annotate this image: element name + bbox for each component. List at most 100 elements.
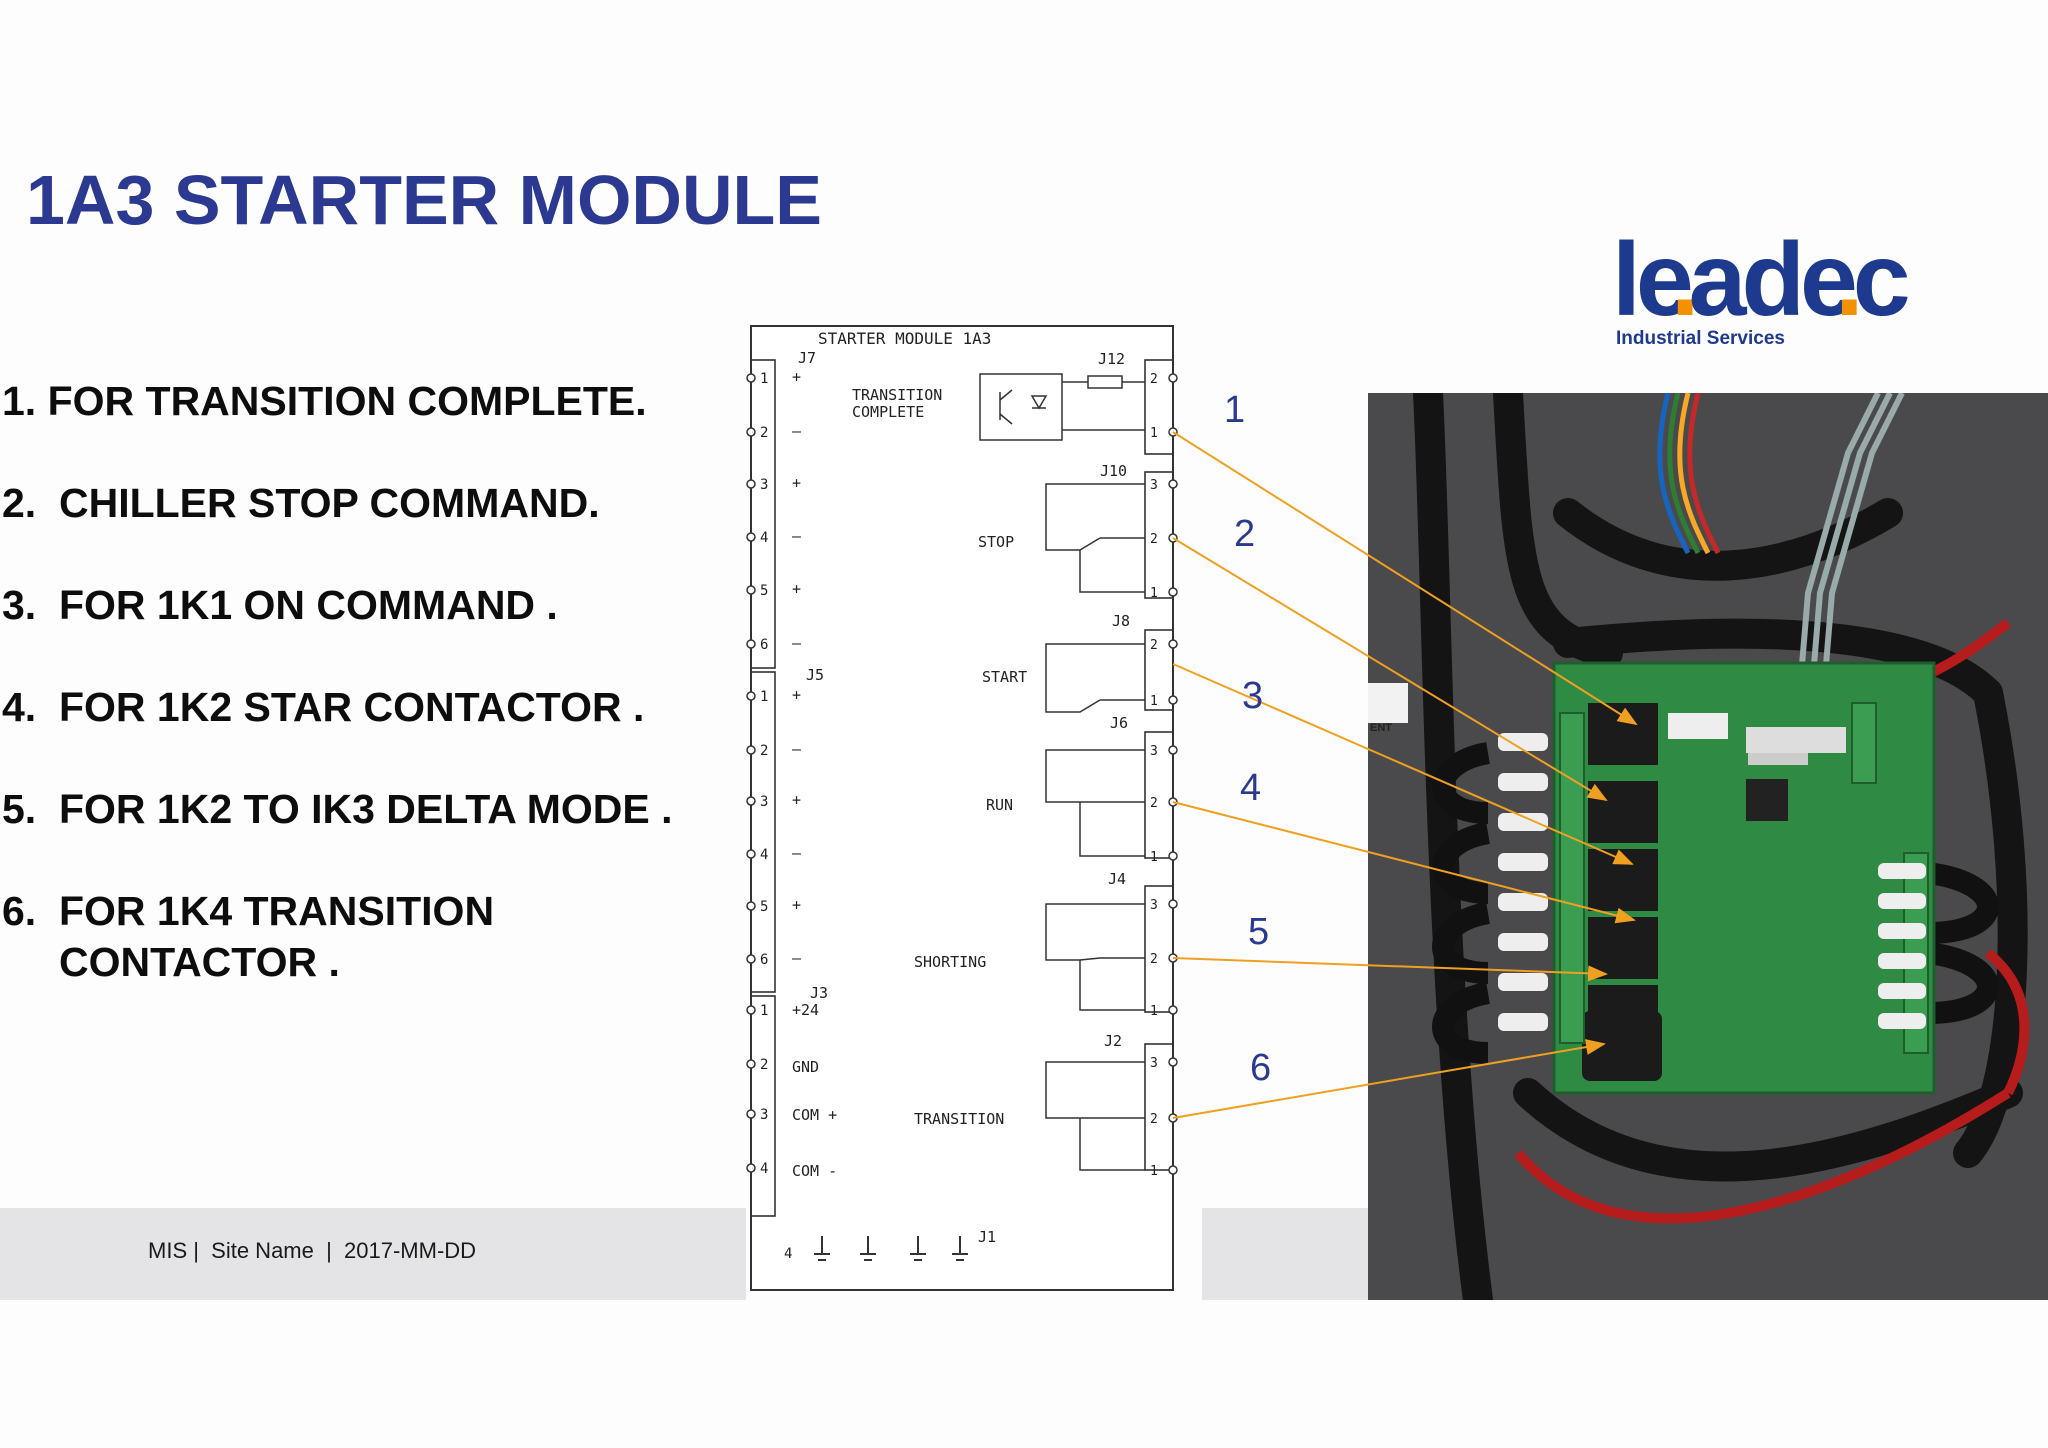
- svg-text:1: 1: [1150, 694, 1158, 709]
- label-com-plus: COM +: [792, 1106, 837, 1124]
- logo-subtitle: Industrial Services: [1616, 328, 1785, 349]
- label-shorting: SHORTING: [914, 953, 986, 971]
- svg-text:3: 3: [1150, 478, 1158, 493]
- svg-text:2: 2: [1150, 952, 1158, 967]
- label-transition-complete-2: COMPLETE: [852, 403, 924, 421]
- svg-text:3: 3: [1150, 898, 1158, 913]
- schematic-frame: [750, 325, 1174, 1291]
- label-com-minus: COM -: [792, 1162, 837, 1180]
- label-j7: J7: [798, 349, 816, 367]
- svg-text:4: 4: [760, 530, 768, 546]
- svg-text:1: 1: [760, 371, 768, 387]
- svg-text:2: 2: [1150, 1112, 1158, 1127]
- callout-number: 4: [1240, 767, 1261, 809]
- callout-numbers: 1 2 3 4 5 6: [1224, 389, 1271, 1089]
- svg-text:1: 1: [1150, 586, 1158, 601]
- label-j6: J6: [1110, 714, 1128, 732]
- list-item: 5. FOR 1K2 TO IK3 DELTA MODE .: [2, 786, 673, 832]
- arrow-4: [1172, 801, 1636, 924]
- logo-accent-dot: .: [1834, 222, 1864, 338]
- svg-text:+: +: [792, 474, 801, 492]
- svg-text:5: 5: [760, 583, 768, 599]
- label-start: START: [982, 668, 1027, 686]
- board-photo: ENT: [1368, 393, 2048, 1300]
- svg-text:+: +: [792, 580, 801, 598]
- label-j2: J2: [1104, 1032, 1122, 1050]
- svg-text:+: +: [792, 896, 801, 914]
- svg-text:6: 6: [760, 637, 768, 653]
- list-item: 6. FOR 1K4 TRANSITION: [2, 888, 495, 934]
- logo-letter: a: [1688, 222, 1747, 338]
- right-pin-numbers: 21 321 21 321 321 321: [1150, 372, 1158, 1179]
- svg-text:2: 2: [760, 1057, 768, 1073]
- logo-letter: e: [1635, 222, 1694, 338]
- svg-text:–: –: [792, 844, 802, 862]
- connector-j1-terminals: [814, 1236, 968, 1261]
- label-sticker: [1668, 713, 1728, 739]
- svg-text:1: 1: [1150, 850, 1158, 865]
- svg-text:2: 2: [1150, 532, 1158, 547]
- footer-bar: [0, 1208, 746, 1300]
- svg-text:1: 1: [760, 1003, 768, 1019]
- label-j10: J10: [1100, 462, 1127, 480]
- svg-text:+: +: [792, 368, 801, 386]
- logo-letter: e: [1800, 222, 1858, 338]
- svg-text:6: 6: [760, 952, 768, 968]
- svg-text:2: 2: [1150, 372, 1158, 387]
- svg-text:1: 1: [1150, 1004, 1158, 1019]
- logo-letter: d: [1741, 222, 1805, 338]
- optocoupler: [979, 373, 1145, 441]
- arrow-5: [1172, 957, 1608, 982]
- svg-text:2: 2: [760, 743, 768, 759]
- svg-text:+: +: [792, 686, 801, 704]
- svg-text:2: 2: [1150, 638, 1158, 653]
- label-transition: TRANSITION: [914, 1110, 1004, 1128]
- svg-text:1: 1: [1150, 426, 1158, 441]
- arrow-6: [1172, 1039, 1606, 1119]
- right-connectors: [1144, 359, 1174, 1171]
- callout-number: 5: [1248, 911, 1269, 953]
- arrow-1: [1172, 431, 1638, 726]
- list-item: 3. FOR 1K1 ON COMMAND .: [2, 582, 558, 628]
- left-pin-polarity: + – + – + – + – + – + –: [792, 368, 802, 967]
- left-pin-numbers: 123 456 123 456 123 4: [760, 371, 768, 1177]
- svg-text:–: –: [792, 740, 802, 758]
- wire-markers: [1498, 733, 1926, 1031]
- svg-text:4: 4: [760, 847, 768, 863]
- photo-label-ent: ENT: [1370, 722, 1392, 734]
- relay-contacts: [1045, 483, 1145, 1171]
- left-pins: [746, 373, 756, 1173]
- list-item: 4. FOR 1K2 STAR CONTACTOR .: [2, 684, 645, 730]
- svg-text:3: 3: [1150, 1056, 1158, 1071]
- color-wires: [1657, 393, 1721, 555]
- logo-accent-dot: .: [1670, 222, 1700, 338]
- cable-loops: [1432, 742, 1999, 1064]
- logo-letter: c: [1852, 222, 1911, 338]
- svg-text:3: 3: [1150, 744, 1158, 759]
- callout-number: 3: [1242, 675, 1263, 717]
- label-j4: J4: [1108, 870, 1126, 888]
- svg-text:–: –: [792, 634, 802, 652]
- label-run: RUN: [986, 796, 1013, 814]
- label-transition-complete-1: TRANSITION: [852, 386, 942, 404]
- svg-text:+: +: [792, 791, 801, 809]
- svg-text:–: –: [792, 949, 802, 967]
- svg-text:–: –: [792, 422, 802, 440]
- white-card: [1368, 683, 1408, 723]
- arrow-2: [1172, 537, 1608, 802]
- footer-text: MIS | Site Name | 2017-MM-DD: [148, 1238, 477, 1263]
- connector-header: [1746, 727, 1846, 753]
- svg-text:–: –: [792, 527, 802, 545]
- label-j3: J3: [810, 984, 828, 1002]
- label-j12: J12: [1098, 350, 1125, 368]
- svg-text:5: 5: [760, 899, 768, 915]
- callout-number: 1: [1224, 389, 1245, 431]
- arrow-3: [1172, 663, 1634, 865]
- schematic-title: STARTER MODULE 1A3: [818, 329, 991, 348]
- callout-arrows: [1172, 431, 1638, 1119]
- svg-text:2: 2: [1150, 796, 1158, 811]
- label-stop: STOP: [978, 533, 1014, 551]
- label-j8: J8: [1112, 612, 1130, 630]
- list-item: CONTACTOR .: [2, 939, 340, 985]
